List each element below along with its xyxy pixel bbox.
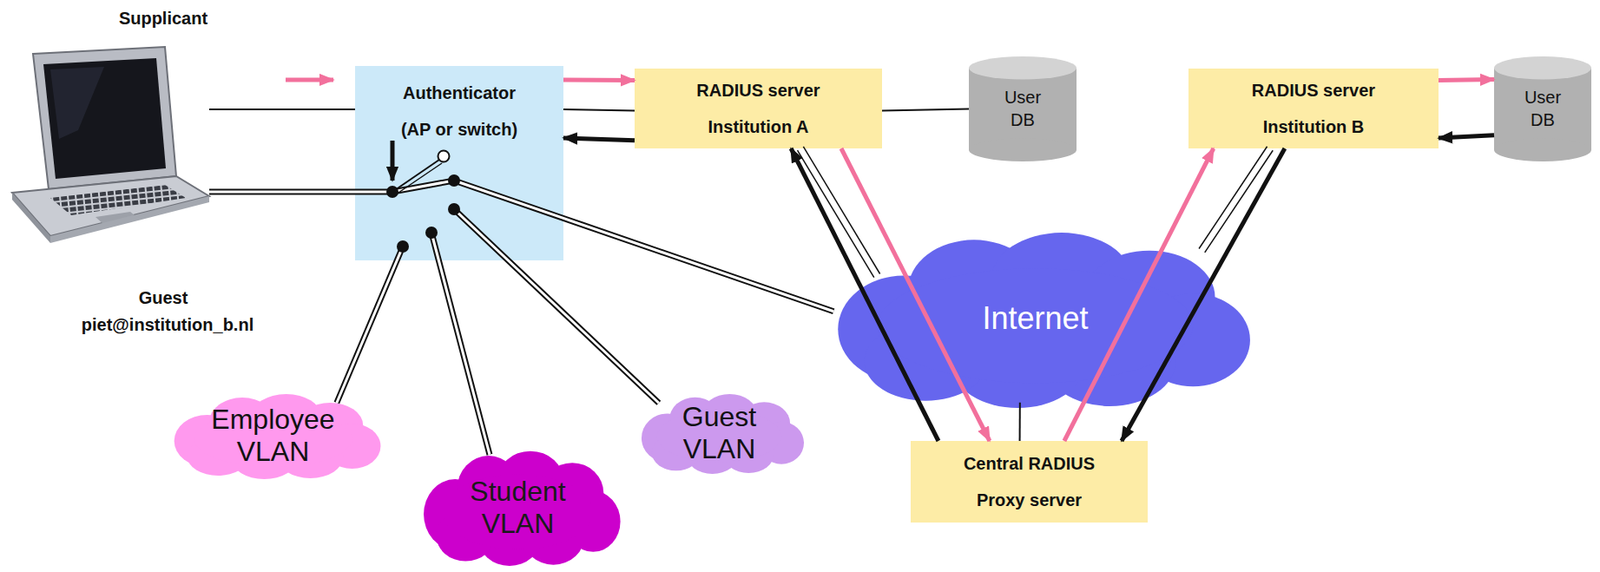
node-title: Guest VLAN xyxy=(663,401,777,466)
request-arrow xyxy=(1438,79,1495,81)
proxy-server-box: Central RADIUSProxy server xyxy=(910,441,1148,523)
node-title: Authenticator xyxy=(402,74,516,112)
radius-server-box: RADIUS serverInstitution B xyxy=(1188,68,1439,149)
user-db-cylinder: User DB xyxy=(1494,56,1592,162)
radius-server-box: RADIUS serverInstitution A xyxy=(634,68,883,149)
node-title: Student VLAN xyxy=(453,475,584,540)
laptop xyxy=(12,46,210,244)
node-title: User DB xyxy=(1520,85,1566,132)
user-db-cylinder: User DB xyxy=(968,56,1077,162)
node-subtitle: (AP or switch) xyxy=(401,111,518,148)
auth-result-arrow xyxy=(390,140,396,181)
double-link xyxy=(336,246,403,403)
link-line xyxy=(1019,402,1021,442)
double-link xyxy=(431,232,490,455)
node-title: Central RADIUS xyxy=(963,445,1095,482)
authenticator-box: Authenticator(AP or switch) xyxy=(355,65,564,261)
request-arrow xyxy=(563,79,635,81)
reply-arrow xyxy=(563,138,635,141)
node-subtitle: Institution B xyxy=(1263,108,1365,145)
reply-arrow xyxy=(1438,135,1495,139)
node-title: RADIUS server xyxy=(1251,72,1376,109)
node-title: User DB xyxy=(1000,85,1046,132)
user-id-label: piet@institution_b.nl xyxy=(81,315,254,336)
node-subtitle: Proxy server xyxy=(976,481,1082,519)
supplicant-link xyxy=(209,108,356,111)
reply-arrow xyxy=(790,148,939,442)
cylinder-shape xyxy=(968,56,1077,162)
cylinder-shape xyxy=(1494,56,1592,162)
node-subtitle: Institution A xyxy=(708,108,810,145)
open-contact xyxy=(438,151,450,163)
link-line xyxy=(563,109,635,112)
supplicant-double-link xyxy=(209,191,393,193)
node-title: Internet xyxy=(981,300,1088,337)
node-title: RADIUS server xyxy=(696,72,820,109)
role-label: Supplicant xyxy=(118,8,208,29)
vlan-cloud: Guest VLAN xyxy=(632,392,806,475)
role-label: Guest xyxy=(138,288,189,309)
link-line xyxy=(882,109,969,112)
vlan-cloud: Student VLAN xyxy=(413,448,623,567)
link-line xyxy=(797,146,881,278)
node-title: Employee VLAN xyxy=(199,403,348,468)
request-arrow xyxy=(285,78,334,83)
vlan-cloud: Employee VLAN xyxy=(163,392,383,480)
